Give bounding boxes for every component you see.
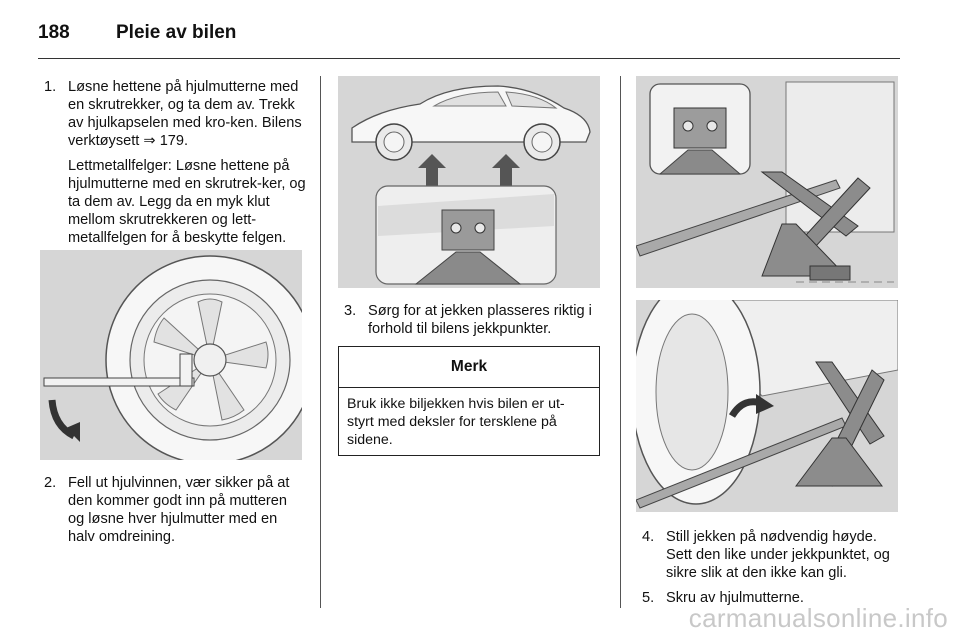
figure-jack-under-car	[636, 300, 898, 512]
note-body: Bruk ikke biljekken hvis bilen er ut-sty…	[347, 396, 565, 448]
step-number: 5.	[642, 590, 655, 606]
step-number: 4.	[642, 529, 655, 545]
step-1-block: 1. Løsne hettene på hjulmutterne med en s…	[44, 78, 306, 262]
watermark: carmanualsonline.info	[688, 603, 948, 633]
step-2: 2. Fell ut hjulvinnen, vær sikker på at d…	[44, 474, 306, 546]
step-number: 1.	[44, 79, 57, 95]
note-box: Merk Bruk ikke biljekken hvis bilen er u…	[338, 346, 600, 456]
column-divider-2	[620, 76, 621, 608]
page-header: 188 Pleie av bilen	[38, 22, 236, 44]
step-text: Løsne hettene på hjulmutterne med en skr…	[68, 79, 302, 149]
step-number: 2.	[44, 475, 57, 491]
steps-4-5-block: 4. Still jekken på nødvendig høyde. Sett …	[642, 528, 904, 607]
page-title: Pleie av bilen	[116, 22, 237, 43]
figure-car-jack-points	[338, 76, 600, 288]
column-divider-1	[320, 76, 321, 608]
step-5: 5. Skru av hjulmutterne.	[642, 589, 904, 607]
step-3-block: 3. Sørg for at jekken plasseres riktig i …	[344, 302, 606, 338]
step-number: 3.	[344, 303, 357, 319]
step-1: 1. Løsne hettene på hjulmutterne med en s…	[44, 78, 306, 150]
step-2-block: 2. Fell ut hjulvinnen, vær sikker på at d…	[44, 474, 306, 546]
figure-wheel-wrench	[40, 250, 302, 460]
header-rule	[38, 58, 900, 59]
step-4: 4. Still jekken på nødvendig høyde. Sett …	[642, 528, 904, 582]
step-text: Still jekken på nødvendig høyde. Sett de…	[666, 529, 890, 581]
figure-jack-closeup	[636, 76, 898, 288]
note-title: Merk	[339, 347, 599, 388]
alloy-note: Lettmetallfelger: Løsne hettene på hjulm…	[68, 158, 306, 246]
step-3: 3. Sørg for at jekken plasseres riktig i …	[344, 302, 606, 338]
step-text: Skru av hjulmutterne.	[666, 590, 804, 606]
step-text: Sørg for at jekken plasseres riktig i fo…	[368, 303, 592, 337]
step-text: Fell ut hjulvinnen, vær sikker på at den…	[68, 475, 290, 545]
page-number: 188	[38, 22, 70, 43]
